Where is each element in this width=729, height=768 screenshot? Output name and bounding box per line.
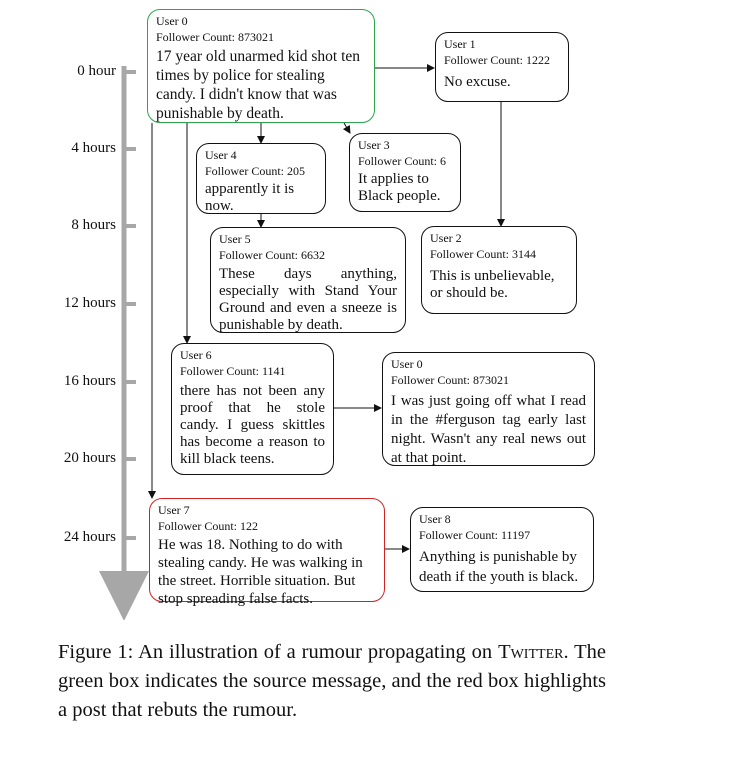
time-label-24h: 24 hours xyxy=(63,529,116,545)
node-text: He was 18. Nothing to do with stealing c… xyxy=(158,537,363,607)
node-followers: Follower Count: 205 xyxy=(205,164,306,178)
tick-12h xyxy=(124,302,136,306)
tick-16h xyxy=(124,380,136,384)
caption-platform: Twitter xyxy=(498,641,564,663)
time-label-20h: 20 hours xyxy=(63,450,116,466)
node-user: User 2 xyxy=(430,231,462,245)
node-text: Anything is punishable by death if the y… xyxy=(419,549,579,585)
node-followers: Follower Count: 1141 xyxy=(180,364,286,378)
node-user: User 6 xyxy=(180,348,212,362)
reply-user2: User 2 Follower Count: 3144 This is unbe… xyxy=(421,226,577,314)
time-label-16h: 16 hours xyxy=(63,373,116,389)
node-followers: Follower Count: 873021 xyxy=(391,373,510,387)
caption-rest: . The green box indicates the source mes… xyxy=(58,641,606,721)
node-text: 17 year old unarmed kid shot ten times b… xyxy=(156,48,361,122)
rebuttal-post-user7: User 7 Follower Count: 122 He was 18. No… xyxy=(149,498,385,607)
node-user: User 4 xyxy=(205,148,237,162)
node-followers: Follower Count: 1222 xyxy=(444,53,551,67)
timeline-axis xyxy=(99,66,149,620)
time-label-8h: 8 hours xyxy=(71,217,116,233)
reply-user0: User 0 Follower Count: 873021 I was just… xyxy=(382,352,595,466)
node-user: User 7 xyxy=(158,503,190,517)
node-text: there has not been any proof that he sto… xyxy=(180,383,325,467)
node-user: User 1 xyxy=(444,37,476,51)
reply-user5: User 5 Follower Count: 6632 These days a… xyxy=(210,227,406,333)
source-post-user0: User 0 Follower Count: 873021 17 year ol… xyxy=(147,9,375,123)
node-followers: Follower Count: 873021 xyxy=(156,30,275,44)
figure-caption: Figure 1: An illustration of a rumour pr… xyxy=(58,638,606,725)
node-user: User 8 xyxy=(419,512,451,526)
node-followers: Follower Count: 122 xyxy=(158,519,259,533)
node-user: User 5 xyxy=(219,232,251,246)
time-label-0h: 0 hour xyxy=(77,63,116,79)
time-label-4h: 4 hours xyxy=(71,140,116,156)
time-label-12h: 12 hours xyxy=(63,295,116,311)
reply-user6: User 6 Follower Count: 1141 there has no… xyxy=(171,343,334,475)
arrow-user0-to-user3 xyxy=(342,122,351,134)
node-user: User 0 xyxy=(391,357,423,371)
reply-user8: User 8 Follower Count: 11197 Anything is… xyxy=(410,507,594,592)
tick-4h xyxy=(124,147,136,151)
reply-arrows xyxy=(148,64,505,553)
node-user: User 3 xyxy=(358,138,390,152)
node-text: apparently it is now. xyxy=(205,181,295,214)
caption-lead: Figure 1: An illustration of a rumour pr… xyxy=(58,641,499,663)
reply-user1: User 1 Follower Count: 1222 No excuse. xyxy=(435,32,569,102)
node-followers: Follower Count: 3144 xyxy=(430,247,537,261)
node-text: It applies to Black people. xyxy=(358,171,441,204)
reply-user4: User 4 Follower Count: 205 apparently it… xyxy=(196,143,326,214)
node-followers: Follower Count: 11197 xyxy=(419,528,531,542)
node-followers: Follower Count: 6632 xyxy=(219,248,326,262)
node-text: These days anything, especially with Sta… xyxy=(219,266,397,333)
node-user: User 0 xyxy=(156,14,188,28)
node-text: No excuse. xyxy=(444,74,511,90)
tick-0h xyxy=(124,70,136,74)
tick-20h xyxy=(124,457,136,461)
node-text: This is unbelievable, or should be. xyxy=(430,268,555,301)
tick-8h xyxy=(124,224,136,228)
node-followers: Follower Count: 6 xyxy=(358,154,447,168)
tick-24h xyxy=(124,536,136,540)
reply-user3: User 3 Follower Count: 6 It applies to B… xyxy=(349,133,461,212)
node-text: I was just going off what I read in the … xyxy=(391,393,586,466)
